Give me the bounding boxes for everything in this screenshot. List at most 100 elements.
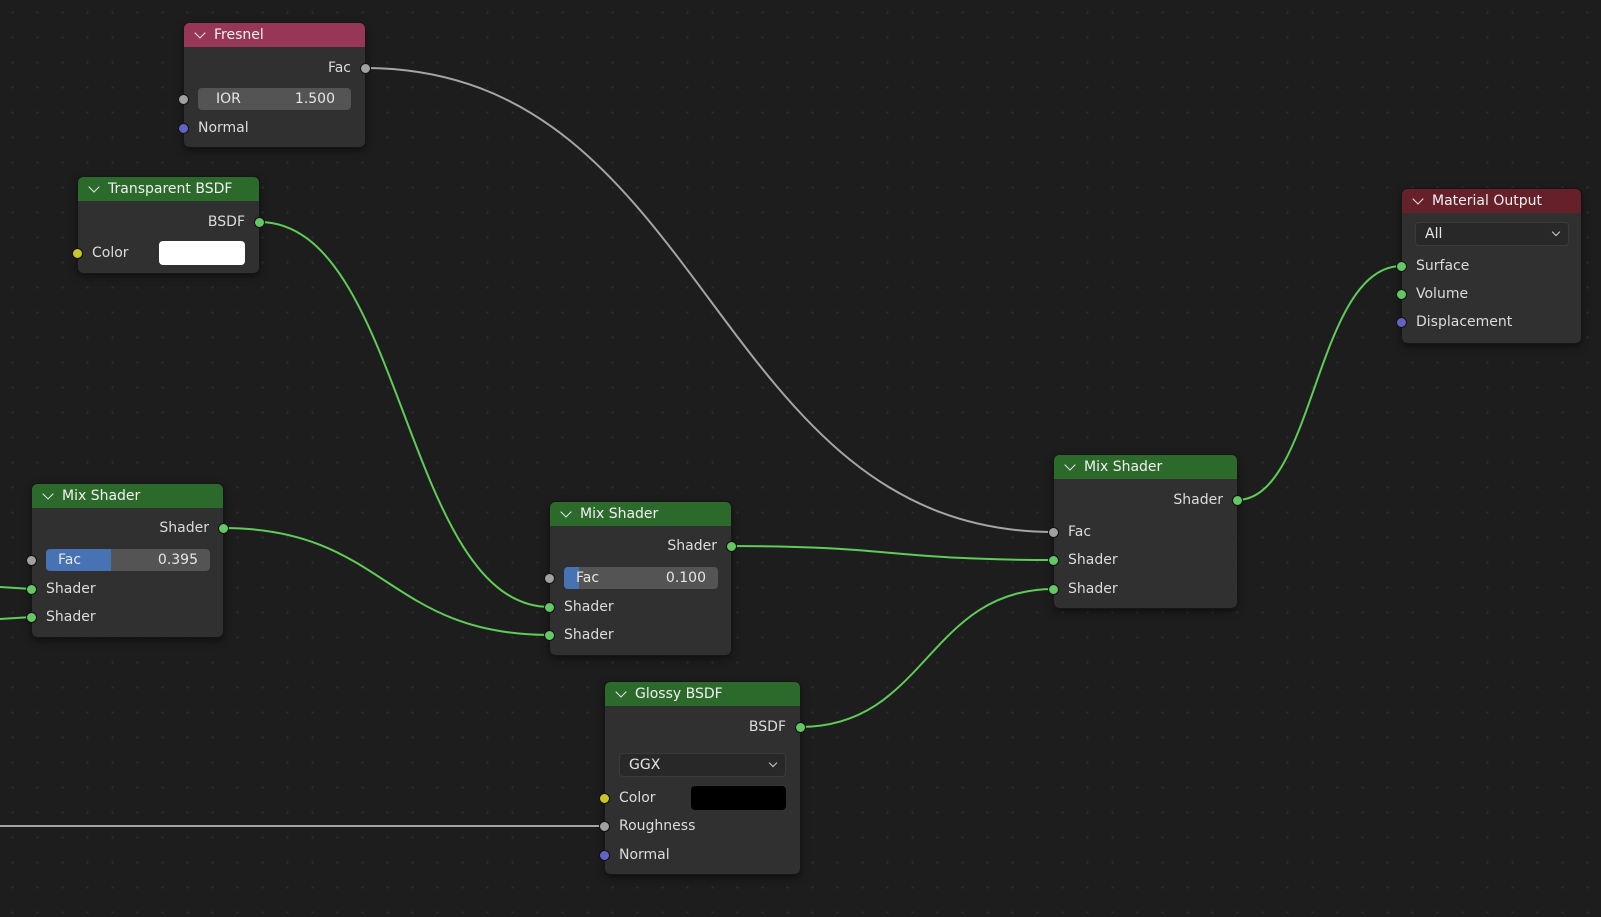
- material-output-volume-socket[interactable]: [1396, 289, 1407, 300]
- material-output-node-title: Material Output: [1432, 193, 1542, 209]
- glossy-color-row: Color: [599, 785, 800, 811]
- link-mix-right-shader-to-output-surface[interactable]: [1236, 265, 1403, 501]
- transparent-bsdf-output-label: BSDF: [207, 214, 245, 230]
- mix-shader-left-node[interactable]: Mix Shader Shader Fac 0.395 Shader Shade…: [26, 483, 229, 638]
- mix-shader-mid-output-row: Shader: [550, 533, 737, 559]
- mix-shader-right-shader1-label: Shader: [1068, 552, 1118, 568]
- mix-shader-left-node-header[interactable]: Mix Shader: [32, 484, 223, 508]
- mix-shader-left-fac-value: 0.395: [157, 552, 198, 568]
- mix-shader-left-output-row: Shader: [32, 515, 229, 541]
- fresnel-ior-input-socket[interactable]: [178, 94, 189, 105]
- material-output-node-header[interactable]: Material Output: [1402, 189, 1581, 213]
- transparent-bsdf-output-row: BSDF: [78, 209, 265, 235]
- mix-shader-left-shader2-socket[interactable]: [26, 612, 37, 623]
- link-transparent-bsdf-to-mix-mid-shader1[interactable]: [258, 221, 551, 608]
- mix-shader-right-shader2-socket[interactable]: [1048, 584, 1059, 595]
- material-output-displacement-socket[interactable]: [1396, 317, 1407, 328]
- fresnel-normal-input-socket[interactable]: [178, 123, 189, 134]
- mix-shader-mid-shader2-socket[interactable]: [544, 630, 555, 641]
- fresnel-normal-label: Normal: [198, 120, 249, 136]
- mix-shader-mid-node-title: Mix Shader: [580, 506, 659, 522]
- fresnel-node-title: Fresnel: [214, 27, 264, 43]
- fresnel-node-header[interactable]: Fresnel: [184, 23, 365, 47]
- transparent-bsdf-output-socket[interactable]: [254, 217, 265, 228]
- glossy-distribution-dropdown[interactable]: GGX: [619, 753, 786, 777]
- mix-shader-left-shader2-label: Shader: [46, 609, 96, 625]
- link-fresnel-fac-to-mix-right-fac[interactable]: [364, 67, 1055, 533]
- chevron-down-icon: [1551, 227, 1561, 237]
- fresnel-node[interactable]: Fresnel Fac IOR 1.500 Normal: [178, 22, 371, 148]
- mix-shader-right-node[interactable]: Mix Shader Shader Fac Shader Shader: [1048, 454, 1243, 609]
- mix-shader-left-fac-slider[interactable]: Fac 0.395: [46, 549, 210, 571]
- glossy-normal-input-socket[interactable]: [599, 850, 610, 861]
- transparent-color-input-socket[interactable]: [72, 248, 83, 259]
- glossy-roughness-row: Roughness: [599, 813, 800, 839]
- chevron-down-icon[interactable]: [1064, 459, 1076, 471]
- material-output-target-dropdown[interactable]: All: [1415, 222, 1569, 246]
- mix-shader-left-fac-socket[interactable]: [26, 555, 37, 566]
- mix-shader-right-output-row: Shader: [1054, 487, 1243, 513]
- mix-shader-left-shader1-row: Shader: [26, 576, 223, 602]
- glossy-color-label: Color: [619, 790, 656, 806]
- material-output-surface-label: Surface: [1416, 258, 1470, 274]
- mix-shader-left-output-label: Shader: [159, 520, 209, 536]
- mix-shader-right-shader2-row: Shader: [1048, 576, 1237, 602]
- chevron-down-icon[interactable]: [88, 181, 100, 193]
- mix-shader-mid-shader1-row: Shader: [544, 594, 731, 620]
- link-mix-mid-shader-to-mix-right-shader1[interactable]: [730, 545, 1055, 561]
- fresnel-ior-row: IOR 1.500: [178, 86, 365, 112]
- fresnel-ior-field[interactable]: IOR 1.500: [198, 88, 351, 110]
- mix-shader-mid-output-socket[interactable]: [726, 541, 737, 552]
- glossy-color-swatch[interactable]: [691, 786, 786, 810]
- material-output-surface-row: Surface: [1396, 253, 1581, 279]
- transparent-color-swatch[interactable]: [159, 241, 245, 265]
- mix-shader-left-shader1-socket[interactable]: [26, 584, 37, 595]
- mix-shader-mid-fac-slider[interactable]: Fac 0.100: [564, 567, 718, 589]
- chevron-down-icon[interactable]: [615, 686, 627, 698]
- mix-shader-left-output-socket[interactable]: [218, 523, 229, 534]
- mix-shader-right-fac-socket[interactable]: [1048, 527, 1059, 538]
- mix-shader-left-fac-label: Fac: [58, 552, 82, 568]
- material-output-displacement-row: Displacement: [1396, 309, 1581, 335]
- material-output-surface-socket[interactable]: [1396, 261, 1407, 272]
- fresnel-fac-output-socket[interactable]: [360, 63, 371, 74]
- material-output-node[interactable]: Material Output All Surface Volume Displ…: [1396, 188, 1582, 344]
- mix-shader-right-fac-label: Fac: [1068, 524, 1092, 540]
- chevron-down-icon[interactable]: [1412, 193, 1424, 205]
- transparent-color-row: Color: [72, 240, 259, 266]
- chevron-down-icon[interactable]: [560, 506, 572, 518]
- fresnel-ior-value: 1.500: [294, 91, 335, 107]
- transparent-bsdf-node-header[interactable]: Transparent BSDF: [78, 177, 259, 201]
- glossy-color-input-socket[interactable]: [599, 793, 610, 804]
- glossy-bsdf-node-header[interactable]: Glossy BSDF: [605, 682, 800, 706]
- glossy-roughness-input-socket[interactable]: [599, 821, 610, 832]
- mix-shader-right-node-header[interactable]: Mix Shader: [1054, 455, 1237, 479]
- link-glossy-bsdf-to-mix-right-shader2[interactable]: [799, 588, 1055, 728]
- link-mix-left-shader-to-mix-mid-shader2[interactable]: [222, 527, 551, 636]
- chevron-down-icon[interactable]: [194, 27, 206, 39]
- material-output-volume-label: Volume: [1416, 286, 1469, 302]
- mix-shader-left-shader1-label: Shader: [46, 581, 96, 597]
- chevron-down-icon[interactable]: [42, 488, 54, 500]
- mix-shader-mid-node-header[interactable]: Mix Shader: [550, 502, 731, 526]
- mix-shader-mid-shader2-label: Shader: [564, 627, 614, 643]
- fresnel-fac-output-label: Fac: [327, 60, 351, 76]
- transparent-color-label: Color: [92, 245, 129, 261]
- transparent-bsdf-node-title: Transparent BSDF: [108, 181, 233, 197]
- fresnel-ior-label: IOR: [216, 91, 241, 107]
- mix-shader-mid-shader1-socket[interactable]: [544, 602, 555, 613]
- mix-shader-mid-shader1-label: Shader: [564, 599, 614, 615]
- mix-shader-right-shader1-socket[interactable]: [1048, 555, 1059, 566]
- mix-shader-mid-fac-label: Fac: [576, 570, 600, 586]
- mix-shader-mid-fac-socket[interactable]: [544, 573, 555, 584]
- material-output-volume-row: Volume: [1396, 281, 1581, 307]
- mix-shader-right-output-socket[interactable]: [1232, 495, 1243, 506]
- transparent-bsdf-node[interactable]: Transparent BSDF BSDF Color: [72, 176, 265, 274]
- glossy-bsdf-node[interactable]: Glossy BSDF BSDF GGX Color Roughness Nor…: [599, 681, 806, 875]
- glossy-bsdf-output-row: BSDF: [605, 714, 806, 740]
- mix-shader-mid-fac-row: Fac 0.100: [544, 565, 731, 591]
- glossy-bsdf-output-socket[interactable]: [795, 722, 806, 733]
- glossy-normal-row: Normal: [599, 842, 800, 868]
- chevron-down-icon: [768, 758, 778, 768]
- mix-shader-mid-node[interactable]: Mix Shader Shader Fac 0.100 Shader Shade…: [544, 501, 737, 656]
